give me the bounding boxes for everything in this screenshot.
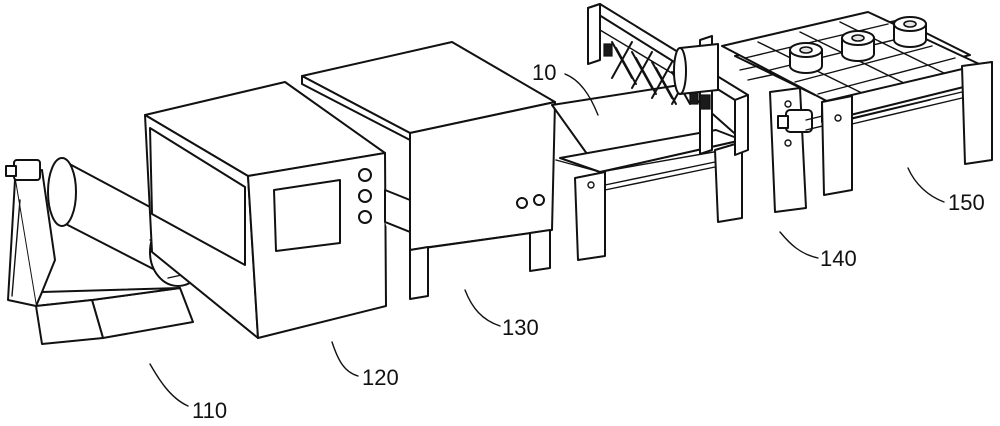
leader-120 bbox=[331, 341, 359, 377]
machine-120 bbox=[144, 81, 387, 339]
leader-140 bbox=[779, 231, 819, 259]
label-130: 130 bbox=[502, 315, 539, 340]
leader-110 bbox=[149, 363, 189, 407]
leader-130 bbox=[464, 289, 501, 327]
label-110: 110 bbox=[192, 398, 227, 423]
conveyor-10 bbox=[551, 3, 749, 261]
spool-group bbox=[789, 16, 927, 74]
label-150: 150 bbox=[948, 190, 985, 215]
roller-array bbox=[603, 41, 711, 110]
leader-10 bbox=[564, 73, 599, 116]
label-10: 10 bbox=[532, 60, 556, 85]
frame-150 bbox=[721, 11, 993, 196]
machine-130 bbox=[301, 41, 556, 300]
leader-lines bbox=[149, 73, 945, 407]
label-140: 140 bbox=[820, 246, 857, 271]
leader-150 bbox=[907, 167, 945, 203]
label-120: 120 bbox=[362, 365, 399, 390]
